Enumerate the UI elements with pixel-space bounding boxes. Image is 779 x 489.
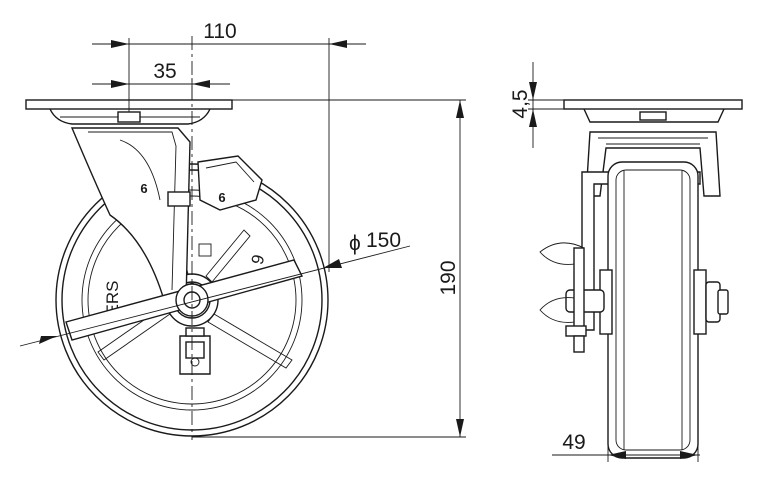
dimension-110: 110 xyxy=(92,20,366,272)
fork-number-left: 6 xyxy=(140,181,147,196)
dim-110-label: 110 xyxy=(203,20,236,43)
dim-49-label: 49 xyxy=(562,431,585,454)
dim-4-5-label: 4,5 xyxy=(509,89,532,118)
dim-diameter-label: 150 xyxy=(366,229,401,252)
dim-190-label: 190 xyxy=(437,260,460,295)
dimension-diameter-150: ϕ 150 xyxy=(19,229,411,347)
fork-number-right: 6 xyxy=(218,190,225,205)
side-wheel xyxy=(607,161,699,459)
side-mounting-plate xyxy=(563,99,743,110)
dimension-190: 190 xyxy=(192,99,466,438)
dimension-4-5: 4,5 xyxy=(509,62,564,148)
dimension-35: 35 xyxy=(92,60,230,100)
dim-35-label: 35 xyxy=(153,60,176,83)
fork xyxy=(70,127,191,301)
brake-lever xyxy=(197,155,263,211)
front-view: ERS 6 6 6 xyxy=(25,36,329,440)
side-view xyxy=(539,99,743,459)
wheel-number: 6 xyxy=(247,252,268,266)
dim-diameter-symbol: ϕ xyxy=(349,232,361,255)
dimension-49: 49 xyxy=(552,430,700,462)
brand-marking: ERS xyxy=(103,281,122,316)
